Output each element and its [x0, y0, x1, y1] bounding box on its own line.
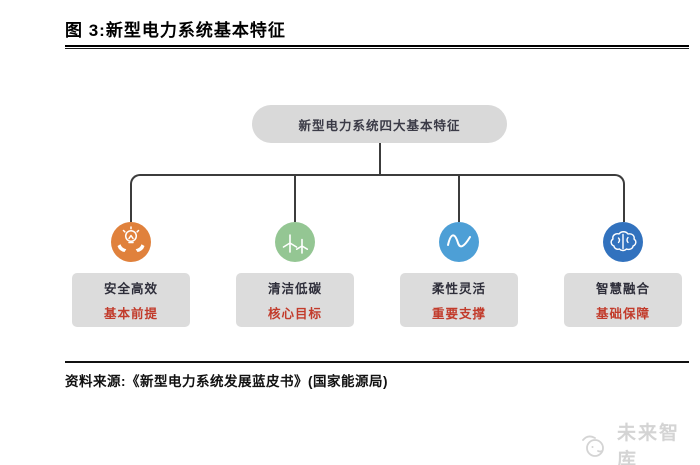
hands-holding-bulb-icon	[111, 222, 151, 262]
node-role: 基础保障	[595, 307, 650, 321]
wind-turbine-icon	[275, 222, 315, 262]
node-role: 核心目标	[267, 307, 322, 321]
node-circle-flexible	[439, 222, 479, 262]
connector-rail	[130, 174, 625, 222]
connector-drop	[294, 175, 296, 222]
watermark-logo-icon	[578, 430, 610, 460]
wave-icon	[439, 222, 479, 262]
source-text: 资料来源:《新型电力系统发展蓝皮书》(国家能源局)	[65, 374, 388, 389]
node-circle-safety	[111, 222, 151, 262]
node-name: 智慧融合	[595, 282, 650, 296]
node-box-smart: 智慧融合 基础保障	[564, 273, 682, 327]
node-name: 清洁低碳	[267, 282, 322, 296]
node-box-safety: 安全高效 基本前提	[72, 273, 190, 327]
node-circle-smart	[603, 222, 643, 262]
node-name: 安全高效	[103, 282, 158, 296]
connector-stem	[379, 143, 381, 175]
node-role: 重要支撑	[431, 307, 486, 321]
node-box-clean: 清洁低碳 核心目标	[236, 273, 354, 327]
node-role: 基本前提	[103, 307, 158, 321]
connector-drop	[458, 175, 460, 222]
watermark: 未来智库	[578, 418, 700, 465]
node-circle-clean	[275, 222, 315, 262]
source-divider	[65, 361, 689, 363]
node-box-flexible: 柔性灵活 重要支撑	[400, 273, 518, 327]
figure-title: 图 3:新型电力系统基本特征	[65, 21, 286, 40]
watermark-text: 未来智库	[617, 423, 681, 465]
title-divider	[65, 45, 689, 49]
root-node: 新型电力系统四大基本特征	[252, 105, 507, 143]
brain-icon	[603, 222, 643, 262]
node-name: 柔性灵活	[431, 282, 486, 296]
